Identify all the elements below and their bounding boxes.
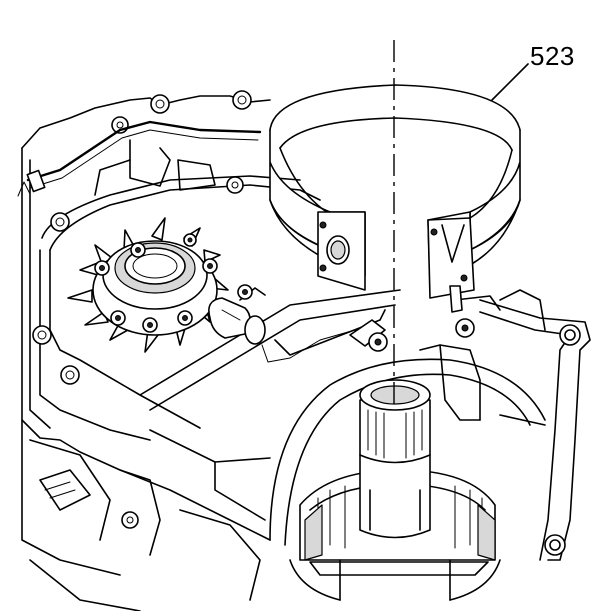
input-shaft-drum xyxy=(289,379,501,601)
wiring-harness xyxy=(17,120,262,197)
case-bolt-bosses xyxy=(32,90,252,385)
band xyxy=(269,84,521,313)
servo-linkage xyxy=(274,295,501,356)
transmission-case xyxy=(21,95,591,561)
callout-number: 523 xyxy=(530,41,575,71)
bearing-assembly xyxy=(67,217,229,353)
lower-left-assembly xyxy=(21,419,261,611)
callout-leader-line xyxy=(491,63,529,101)
